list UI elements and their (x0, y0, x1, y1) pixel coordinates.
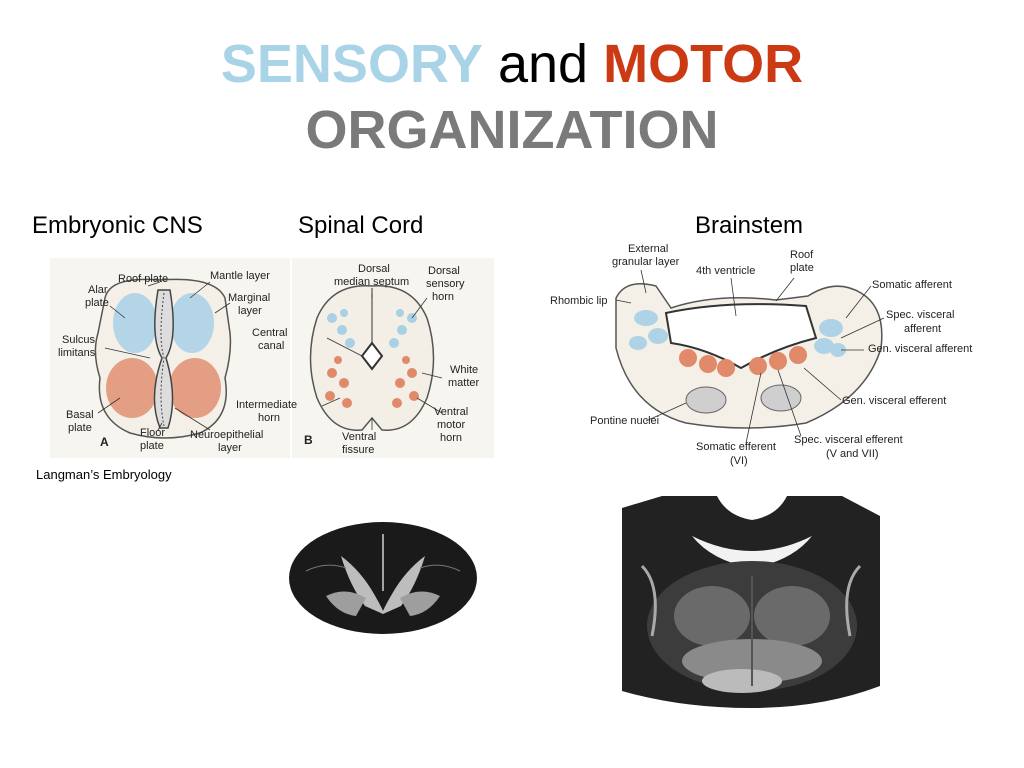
label-alar-2: plate (85, 297, 109, 309)
label-ext-granular-1: External (628, 243, 668, 255)
label-spec-visc-aff-2: afferent (904, 323, 941, 335)
label-dorsal-septum-1: Dorsal (358, 263, 390, 275)
label-somatic-eff-1: Somatic efferent (696, 441, 776, 453)
label-ventral-motor-2: motor (437, 419, 465, 431)
neuroepithelial-layer (153, 289, 174, 429)
label-neuro-2: layer (218, 442, 242, 454)
label-floor-2: plate (140, 440, 164, 452)
label-intermediate-1: Intermediate (236, 399, 297, 411)
label-ventral-motor-1: Ventral (434, 406, 468, 418)
basal-plate-right (169, 358, 221, 418)
label-neuro-1: Neuroepithelial (190, 429, 263, 441)
fourth-ventricle (664, 303, 818, 370)
basal-plate-left (106, 358, 158, 418)
label-sulcus-1: Sulcus (62, 334, 96, 346)
source-credit: Langman’s Embryology (36, 467, 172, 482)
label-gen-visc-eff: Gen. visceral efferent (842, 395, 946, 407)
label-panel-a-letter: A (100, 435, 109, 449)
brainstem-diagram: External granular layer 4th ventricle Ro… (550, 243, 972, 467)
label-marginal-2: layer (238, 305, 262, 317)
pontine-nuclei-right (760, 384, 802, 412)
label-ventral-fissure-1: Ventral (342, 431, 376, 443)
label-dorsal-horn-1: Dorsal (428, 265, 460, 277)
label-panel-b-letter: B (304, 433, 313, 447)
label-dorsal-septum-2: median septum (334, 276, 409, 288)
title-sensory: SENSORY (220, 34, 483, 94)
label-white-matter-2: matter (448, 377, 480, 389)
label-roof-plate-1: Roof (790, 249, 814, 261)
heading-brainstem: Brainstem (695, 212, 804, 239)
alar-plate-left (113, 293, 157, 353)
label-dorsal-horn-3: horn (432, 291, 454, 303)
label-central-canal-2: canal (258, 340, 284, 352)
title-motor: MOTOR (603, 34, 804, 94)
label-ventral-motor-3: horn (440, 432, 462, 444)
label-spec-visc-eff-2: (V and VII) (826, 448, 879, 460)
heading-spinal-cord: Spinal Cord (298, 212, 424, 239)
label-spec-visc-eff-1: Spec. visceral efferent (794, 434, 903, 446)
label-spec-visc-aff-1: Spec. visceral (886, 309, 954, 321)
label-alar-1: Alar (88, 284, 108, 296)
label-floor-1: Floor (140, 427, 165, 439)
embryonic-neural-tube-diagram: Roof plate Mantle layer Alar plate Margi… (50, 258, 290, 458)
label-ventral-fissure-2: fissure (342, 444, 374, 456)
label-fourth-ventricle: 4th ventricle (696, 265, 755, 277)
label-roof-plate: Roof plate (118, 273, 168, 285)
label-roof-plate-2: plate (790, 262, 814, 274)
title-line-1: SENSORY and MOTOR (0, 34, 1024, 94)
label-gen-visc-aff: Gen. visceral afferent (868, 343, 972, 355)
label-somatic-afferent: Somatic afferent (872, 279, 952, 291)
heading-embryonic-cns: Embryonic CNS (32, 212, 203, 239)
spinal-cord-diagram: Dorsal median septum Dorsal sensory horn… (236, 258, 494, 458)
alar-plate-right (170, 293, 214, 353)
brainstem-histology-image (622, 496, 880, 708)
label-rhombic-lip: Rhombic lip (550, 295, 607, 307)
label-ext-granular-2: granular layer (612, 256, 680, 268)
central-canal (360, 341, 384, 371)
title-line-2: ORGANIZATION (305, 100, 719, 160)
title-and: and (497, 34, 589, 94)
pontine-nuclei-left (685, 386, 727, 414)
label-marginal-1: Marginal (228, 292, 270, 304)
label-white-matter-1: White (450, 364, 478, 376)
label-sulcus-2: limitans (58, 347, 96, 359)
label-basal-1: Basal (66, 409, 94, 421)
label-central-canal-1: Central (252, 327, 287, 339)
label-pontine: Pontine nuclei (590, 415, 659, 427)
spinal-cord-histology-image (286, 516, 480, 638)
label-dorsal-horn-2: sensory (426, 278, 465, 290)
label-basal-2: plate (68, 422, 92, 434)
label-somatic-eff-2: (VI) (730, 455, 748, 467)
label-mantle-layer: Mantle layer (210, 270, 270, 282)
label-intermediate-2: horn (258, 412, 280, 424)
